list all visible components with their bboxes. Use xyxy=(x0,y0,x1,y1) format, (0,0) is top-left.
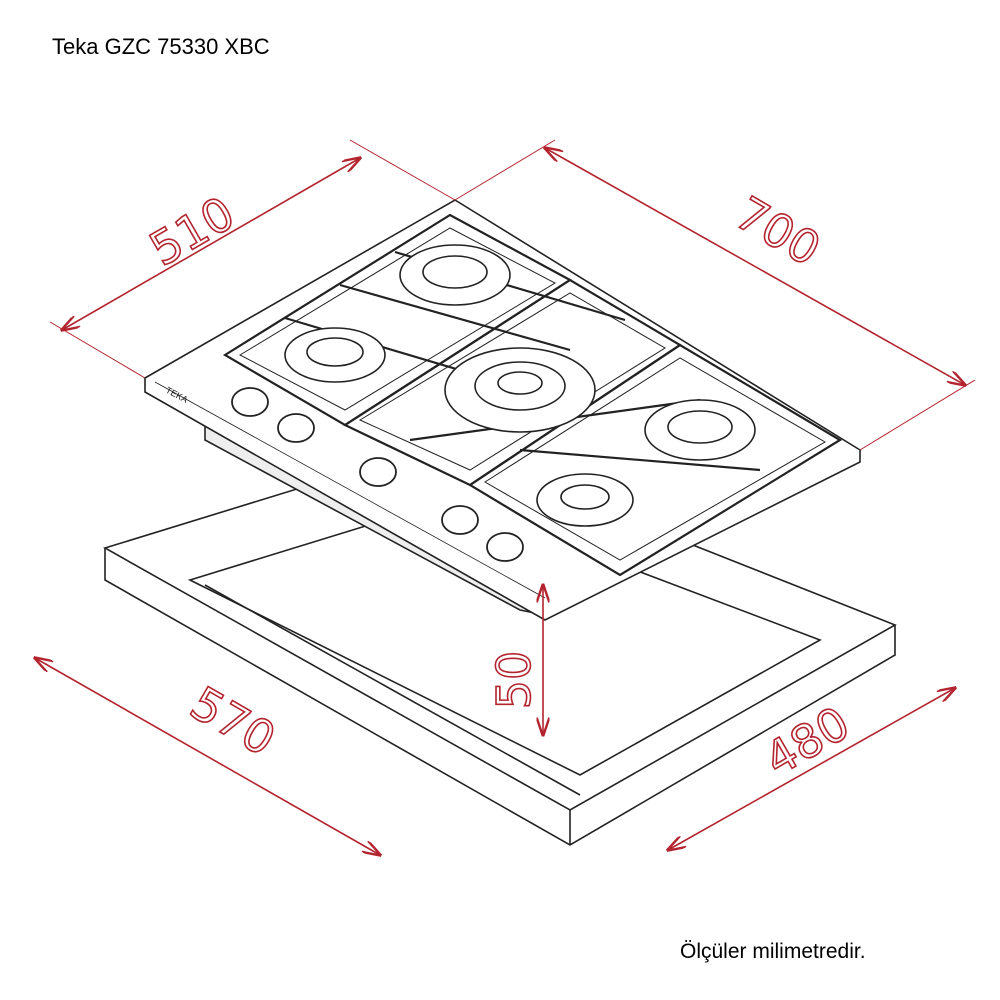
dimension-lines xyxy=(35,139,976,855)
dim-label-50: 50 xyxy=(487,651,541,710)
knob-2 xyxy=(277,413,315,443)
control-knobs xyxy=(231,387,524,562)
dim-label-510: 510 xyxy=(140,186,243,277)
knob-1 xyxy=(231,387,269,417)
dim-label-480: 480 xyxy=(755,696,858,787)
product-title: Teka GZC 75330 XBC xyxy=(52,34,270,59)
dim-line-480 xyxy=(668,688,955,850)
units-note: Ölçüler milimetredir. xyxy=(680,940,866,963)
dim-line-700 xyxy=(545,148,965,385)
dim-label-700: 700 xyxy=(726,186,829,277)
knob-4 xyxy=(441,505,479,535)
knob-3 xyxy=(359,457,397,487)
dim-line-570 xyxy=(35,658,380,855)
dim-label-570: 570 xyxy=(181,676,284,767)
dim-line-510 xyxy=(62,158,360,330)
knob-5 xyxy=(486,532,524,562)
